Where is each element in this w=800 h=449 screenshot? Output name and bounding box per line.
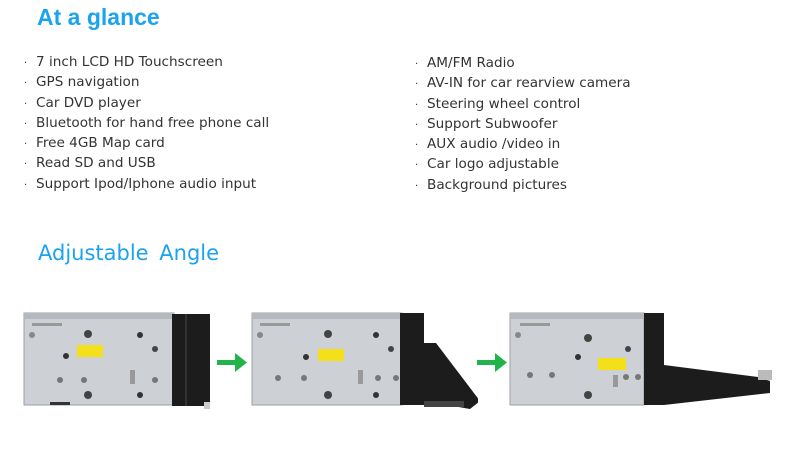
feature-item: · Free 4GB Map card <box>24 133 269 153</box>
bullet-icon: · <box>415 79 419 91</box>
bullet-icon: · <box>24 139 28 151</box>
feature-text: Steering wheel control <box>427 95 581 112</box>
bullet-icon: · <box>415 119 419 131</box>
bullet-icon: · <box>415 160 419 172</box>
chassis <box>251 312 403 406</box>
feature-text: AM/FM Radio <box>427 55 515 71</box>
feature-text: Car DVD player <box>36 94 141 111</box>
front-panel <box>172 314 210 409</box>
warning-sticker <box>77 345 103 357</box>
product-image-tilted <box>251 312 478 409</box>
feature-text: 7 inch LCD HD Touchscreen <box>36 54 223 70</box>
bullet-icon: · <box>24 98 28 110</box>
bullet-icon: · <box>24 118 28 130</box>
feature-text: Car logo adjustable <box>427 156 559 173</box>
front-panel <box>400 313 478 409</box>
warning-sticker <box>318 349 344 361</box>
bullet-icon: · <box>415 140 419 152</box>
feature-list-right: · AM/FM Radio · AV-IN for car rearview came… <box>415 53 631 195</box>
feature-text: Support Ipod/Iphone audio input <box>36 175 257 192</box>
feature-item: · 7 inch LCD HD Touchscreen <box>24 52 269 72</box>
feature-item: · Read SD and USB <box>24 153 269 173</box>
feature-item: · Background pictures <box>415 175 631 195</box>
feature-item: · AUX audio /video in <box>415 134 631 154</box>
heading-adjustable-angle: Adjustable Angle <box>38 241 220 265</box>
feature-item: · Support Ipod/Iphone audio input <box>24 174 269 194</box>
feature-item: · AM/FM Radio <box>415 53 631 73</box>
feature-item: · Car logo adjustable <box>415 154 631 174</box>
feature-item: · Bluetooth for hand free phone call <box>24 113 269 133</box>
bullet-icon: · <box>415 59 419 70</box>
feature-text: Support Subwoofer <box>427 115 558 132</box>
chassis <box>23 312 175 406</box>
product-image-tilted-flat <box>509 312 772 406</box>
feature-item: · Car DVD player <box>24 93 269 113</box>
feature-item: · Steering wheel control <box>415 94 631 114</box>
bullet-icon: · <box>24 78 28 90</box>
bullet-icon: · <box>24 159 28 171</box>
warning-sticker <box>598 358 626 370</box>
bullet-icon: · <box>24 179 28 191</box>
product-image-closed <box>23 312 210 409</box>
feature-list-left: · 7 inch LCD HD Touchscreen · GPS navigatio… <box>24 52 269 194</box>
chassis <box>509 312 645 406</box>
feature-text: Free 4GB Map card <box>36 135 165 152</box>
feature-text: GPS navigation <box>36 74 140 91</box>
feature-text: AV-IN for car rearview camera <box>427 75 631 92</box>
feature-item: · GPS navigation <box>24 72 269 92</box>
bullet-icon: · <box>415 180 419 192</box>
feature-text: Read SD and USB <box>36 155 156 172</box>
bullet-icon: · <box>415 99 419 111</box>
front-panel <box>644 313 772 405</box>
feature-text: Bluetooth for hand free phone call <box>36 114 270 131</box>
heading-at-a-glance: At a glance <box>37 4 160 30</box>
feature-text: AUX audio /video in <box>427 136 561 153</box>
feature-item: · Support Subwoofer <box>415 114 631 134</box>
feature-item: · AV-IN for car rearview camera <box>415 73 631 93</box>
right-arrow-icon <box>477 353 507 372</box>
feature-text: Background pictures <box>427 176 567 193</box>
bullet-icon: · <box>24 58 28 69</box>
right-arrow-icon <box>217 353 247 372</box>
